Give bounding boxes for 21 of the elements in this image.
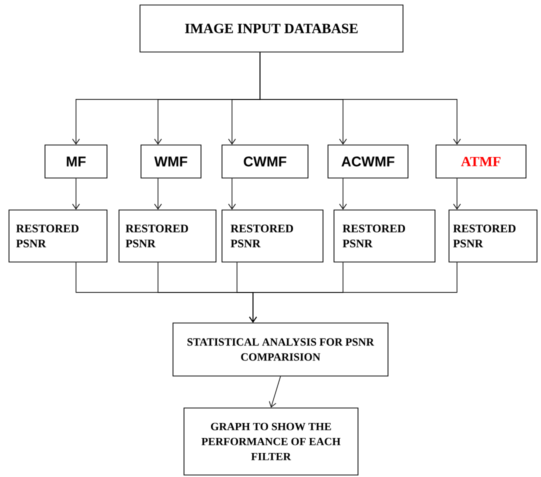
arrow	[453, 178, 461, 210]
result-box: RESTORED PSNR	[334, 210, 436, 262]
arrow	[268, 376, 281, 408]
filter-box: WMF	[140, 144, 202, 178]
arrow	[72, 178, 80, 210]
input-box: IMAGE INPUT DATABASE	[140, 4, 404, 52]
arrow	[154, 178, 162, 210]
filter-box: MF	[44, 144, 108, 178]
analysis-box: STATISTICAL ANALYSIS FOR PSNR COMPARISION	[172, 322, 388, 376]
result-box: RESTORED PSNR	[8, 210, 108, 262]
arrow	[339, 178, 347, 210]
filter-box: ACWMF	[328, 144, 408, 178]
result-box: RESTORED PSNR	[118, 210, 216, 262]
output-box: GRAPH TO SHOW THE PERFORMANCE OF EACH FILTER	[184, 408, 358, 476]
arrow	[249, 262, 458, 323]
result-box: RESTORED PSNR	[222, 210, 324, 262]
arrow	[228, 178, 236, 210]
arrow	[260, 52, 461, 145]
filter-box: CWMF	[222, 144, 308, 178]
result-box: RESTORED PSNR	[448, 210, 538, 262]
filter-box: ATMF	[436, 144, 526, 178]
